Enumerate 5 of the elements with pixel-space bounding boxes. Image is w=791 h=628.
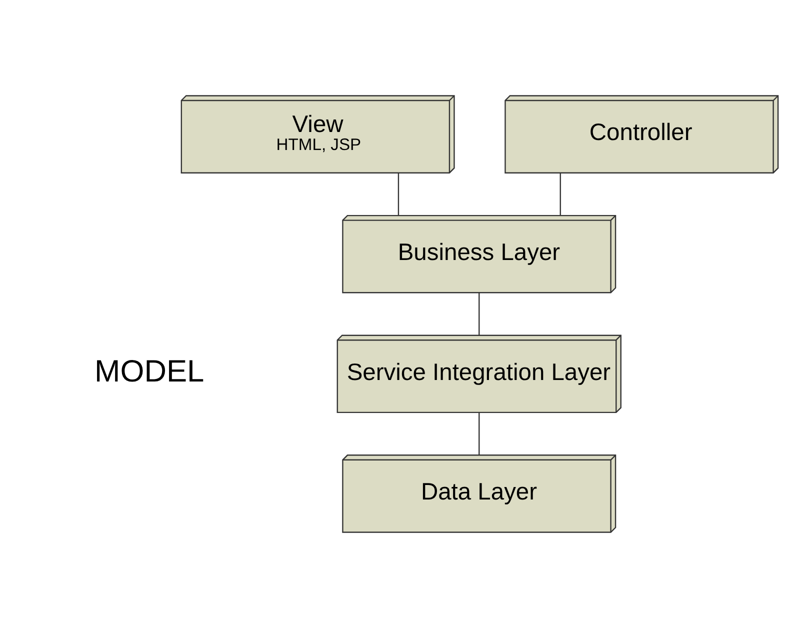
label: MODEL: [94, 353, 204, 388]
connector: [478, 412, 480, 455]
connector: [398, 172, 400, 216]
connector: [560, 172, 561, 216]
connector: [478, 292, 480, 335]
